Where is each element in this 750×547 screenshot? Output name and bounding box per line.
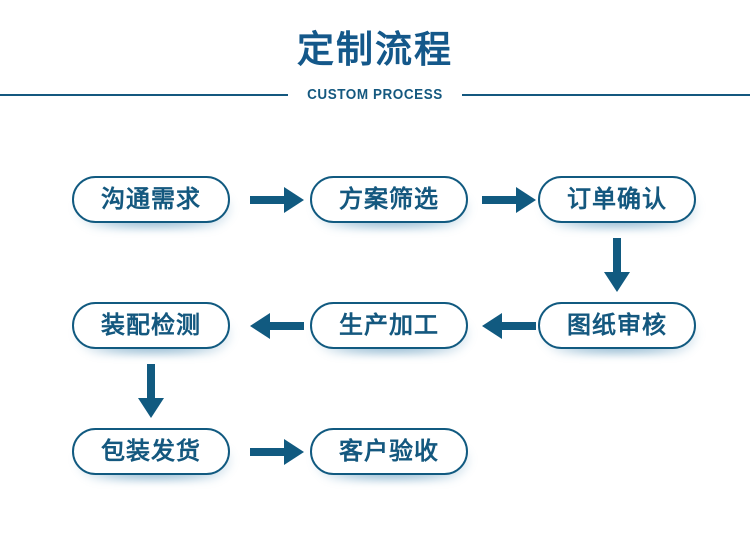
page-header: 定制流程 CUSTOM PROCESS [0,0,750,120]
flow-node-label: 客户验收 [339,437,439,465]
arrow-shaft [268,322,304,330]
arrow-left-icon [250,313,304,339]
arrow-head [604,272,630,292]
flow-node-production-processing[interactable]: 生产加工 [310,302,468,349]
flow-node-label: 方案筛选 [339,185,439,213]
flow-node-communicate-requirements[interactable]: 沟通需求 [72,176,230,223]
arrow-right-icon [250,439,304,465]
arrow-right-icon [250,187,304,213]
page-title: 定制流程 [297,29,453,70]
arrow-head [482,313,502,339]
arrow-head [284,187,304,213]
flow-node-solution-screening[interactable]: 方案筛选 [310,176,468,223]
flow-node-label: 订单确认 [567,185,667,213]
arrow-right-icon [482,187,536,213]
flow-node-label: 包装发货 [101,437,201,465]
arrow-down-icon [138,364,164,418]
flow-node-label: 生产加工 [339,311,439,339]
flow-node-assembly-inspection[interactable]: 装配检测 [72,302,230,349]
arrow-shaft [147,364,155,400]
arrow-left-icon [482,313,536,339]
flow-node-label: 图纸审核 [567,311,667,339]
divider-line-left [0,94,289,96]
divider-line-right [461,94,750,96]
arrow-head [250,313,270,339]
arrow-shaft [500,322,536,330]
flow-node-packing-shipping[interactable]: 包装发货 [72,428,230,475]
page-subtitle: CUSTOM PROCESS [307,87,443,103]
arrow-shaft [613,238,621,274]
flow-node-label: 装配检测 [101,311,201,339]
arrow-head [284,439,304,465]
arrow-shaft [250,448,286,456]
arrow-shaft [250,196,286,204]
arrow-down-icon [604,238,630,292]
subtitle-divider-row: CUSTOM PROCESS [0,84,750,106]
flow-node-drawing-review[interactable]: 图纸审核 [538,302,696,349]
flow-node-customer-acceptance[interactable]: 客户验收 [310,428,468,475]
arrow-shaft [482,196,518,204]
process-flow-diagram: 沟通需求 方案筛选 订单确认 装配检测 生产加工 图纸审核 [0,120,750,547]
arrow-head [516,187,536,213]
flow-node-label: 沟通需求 [101,185,201,213]
arrow-head [138,398,164,418]
flow-node-order-confirmation[interactable]: 订单确认 [538,176,696,223]
